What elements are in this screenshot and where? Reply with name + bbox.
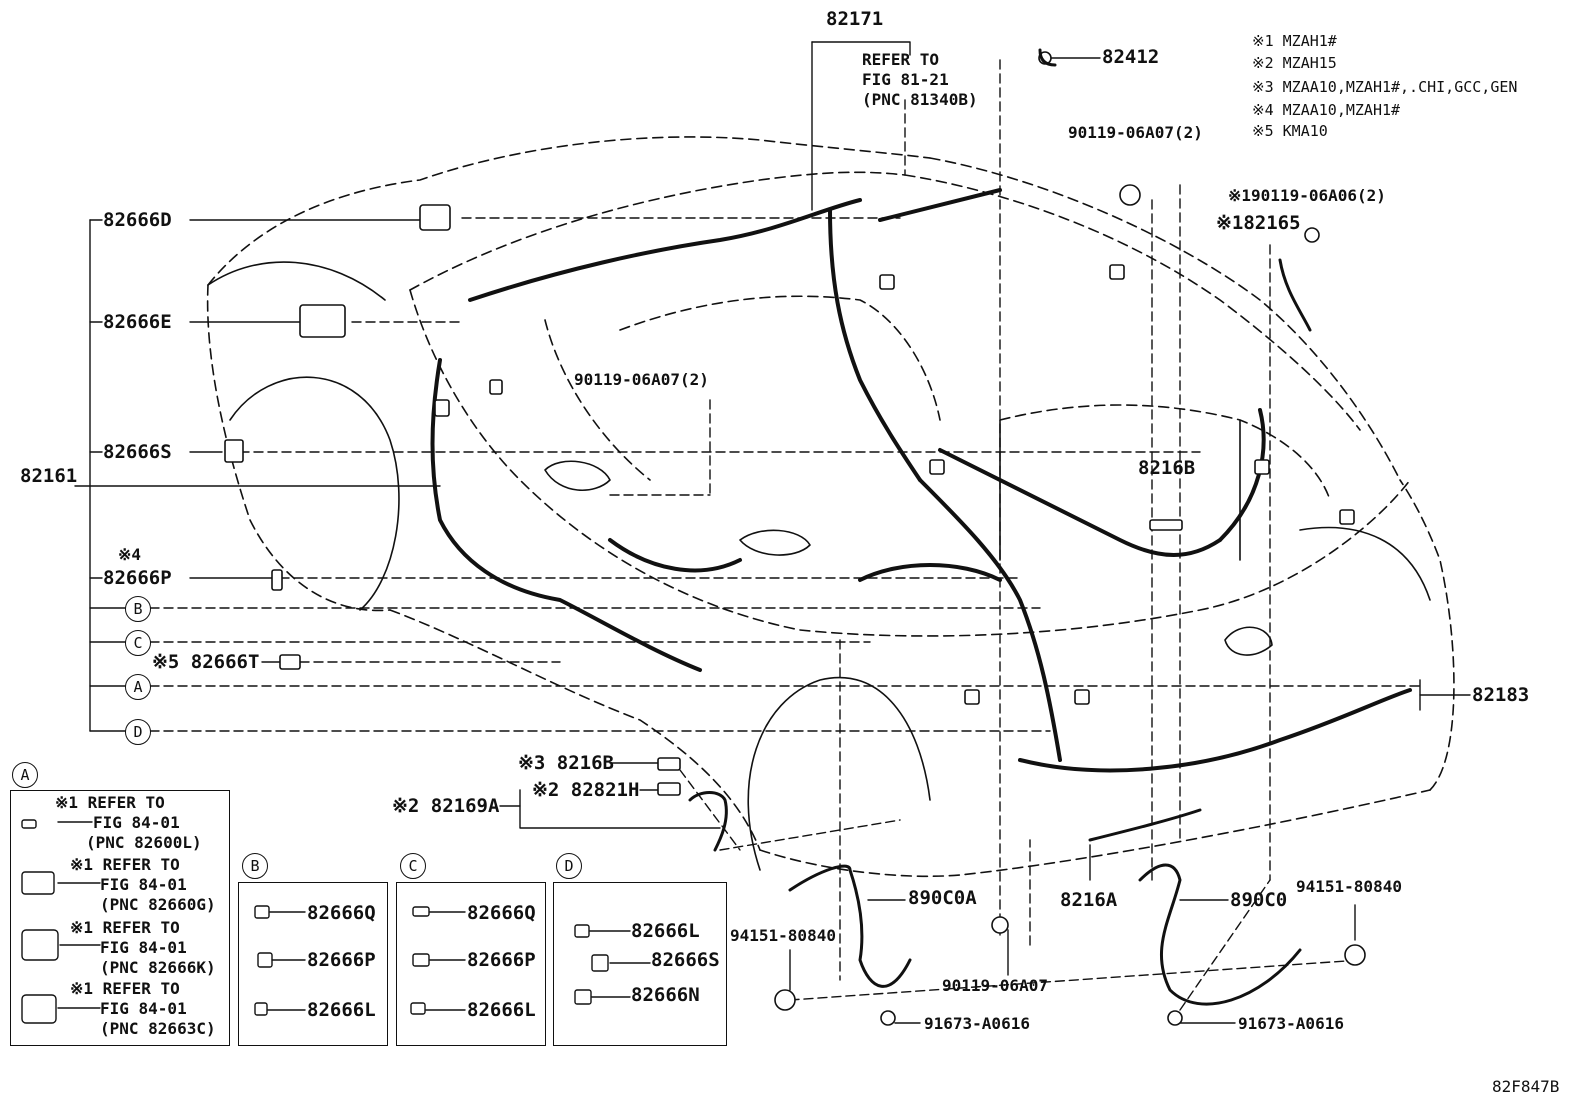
note-5: ※5 KMA10 [1252, 122, 1328, 140]
box-A-ref-3-line-1: ※1 REFER TO [70, 918, 180, 937]
box-A-ref-1-line-1: ※1 REFER TO [55, 793, 165, 812]
callout-D: D [125, 719, 151, 745]
bolt-mid-label: 90119-06A07(2) [574, 370, 709, 389]
box-A-ref-1-line-3: (PNC 82600L) [86, 833, 202, 852]
box-C-item-3: 82666L [467, 999, 536, 1021]
box-D-letter: D [556, 853, 582, 879]
box-B-item-3: 82666L [307, 999, 376, 1021]
leader-lines [149, 59, 1421, 1011]
part-8216A: 8216A [1060, 889, 1118, 911]
refer-line-2: FIG 81-21 [862, 70, 949, 89]
harness-wires [430, 188, 1412, 773]
refer-line-1: REFER TO [862, 50, 940, 69]
box-A-ref-4-line-2: FIG 84-01 [100, 999, 187, 1018]
box-B-item-1: 82666Q [307, 902, 376, 924]
part-82666S: 82666S [103, 441, 172, 463]
refer-line-3: (PNC 81340B) [862, 90, 978, 109]
part-82821H: ※2 82821H [532, 779, 640, 801]
part-890C0: 890C0 [1230, 889, 1288, 911]
box-A-letter: A [12, 762, 38, 788]
part-82666T: ※5 82666T [152, 651, 260, 673]
part-82183: 82183 [1472, 684, 1530, 706]
box-glyphs [21, 819, 651, 1024]
sensor-harnesses [688, 48, 1312, 1006]
part-82666D: 82666D [103, 209, 172, 231]
part-91673-right: 91673-A0616 [1238, 1014, 1344, 1033]
car-body-details [207, 261, 1431, 871]
bolt-bottom-label: 90119-06A07 [942, 976, 1048, 995]
part-8216B-right: 8216B [1138, 457, 1196, 479]
box-B-letter: B [242, 853, 268, 879]
box-A-ref-2-line-3: (PNC 82660G) [100, 895, 216, 914]
note-3: ※3 MZAA10,MZAH1#,.CHI,GCC,GEN [1252, 78, 1518, 96]
box-D-item-2: 82666S [651, 949, 720, 971]
part-82666P: 82666P [103, 567, 172, 589]
box-A-ref-1-line-2: FIG 84-01 [93, 813, 180, 832]
box-A-ref-3-line-2: FIG 84-01 [100, 938, 187, 957]
box-C-item-2: 82666P [467, 949, 536, 971]
part-82412: 82412 [1102, 46, 1160, 68]
box-B-item-2: 82666P [307, 949, 376, 971]
box-A-ref-4-line-3: (PNC 82663C) [100, 1019, 216, 1038]
callout-B: B [125, 596, 151, 622]
detail-box-B [238, 882, 388, 1046]
callout-C: C [125, 630, 151, 656]
box-A-ref-2-line-2: FIG 84-01 [100, 875, 187, 894]
detail-box-C [396, 882, 546, 1046]
note-mark-4: ※4 [118, 545, 142, 564]
bolt-top-label: 90119-06A07(2) [1068, 123, 1203, 142]
part-8216B-left: ※3 8216B [518, 752, 614, 774]
part-82171: 82171 [826, 8, 884, 30]
note-1: ※1 MZAH1# [1252, 32, 1337, 50]
callout-A: A [125, 674, 151, 700]
part-82169A: ※2 82169A [392, 795, 500, 817]
part-82165: ※182165 [1216, 212, 1301, 234]
part-94151-left: 94151-80840 [730, 926, 836, 945]
bolt-right-label: ※190119-06A06(2) [1228, 186, 1386, 205]
diagram-code: 82F847B [1492, 1077, 1560, 1096]
detail-box-D [553, 882, 727, 1046]
part-82666E: 82666E [103, 311, 172, 333]
box-A-ref-4-line-1: ※1 REFER TO [70, 979, 180, 998]
part-91673-left: 91673-A0616 [924, 1014, 1030, 1033]
box-D-item-3: 82666N [631, 984, 700, 1006]
solid-leaders [74, 41, 1471, 1024]
detail-box-A [10, 790, 230, 1046]
box-D-item-1: 82666L [631, 920, 700, 942]
box-A-ref-2-line-1: ※1 REFER TO [70, 855, 180, 874]
box-C-letter: C [400, 853, 426, 879]
note-2: ※2 MZAH15 [1252, 54, 1337, 72]
box-C-item-1: 82666Q [467, 902, 536, 924]
part-94151-right: 94151-80840 [1296, 877, 1402, 896]
box-A-ref-3-line-3: (PNC 82666K) [100, 958, 216, 977]
part-82161: 82161 [20, 465, 78, 487]
part-890C0A: 890C0A [908, 887, 977, 909]
note-4: ※4 MZAA10,MZAH1# [1252, 101, 1401, 119]
